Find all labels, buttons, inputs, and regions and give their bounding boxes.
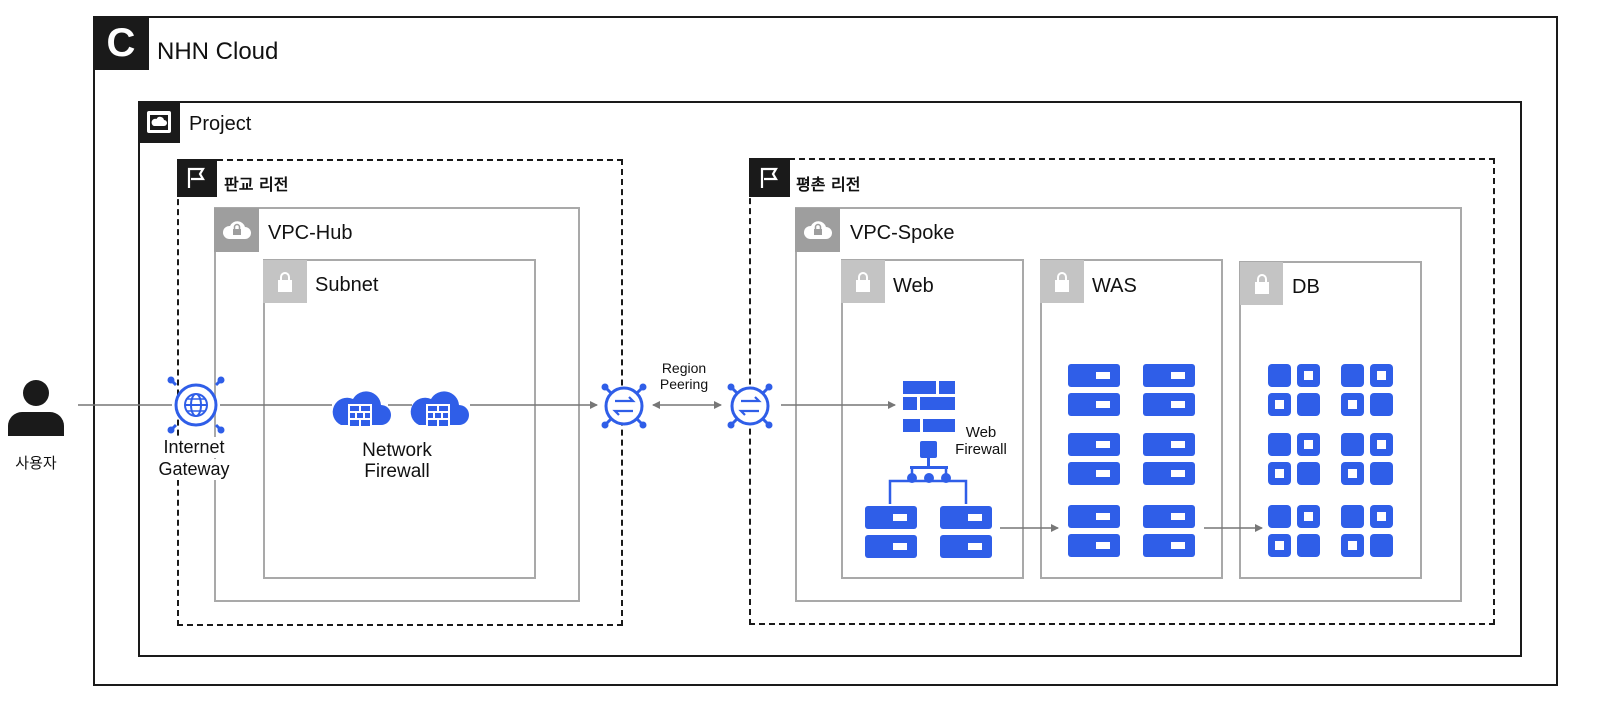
project-container <box>138 101 1522 657</box>
vpc-hub-cloud-lock-icon <box>214 208 259 252</box>
nhn-cloud-logo: C <box>93 16 149 70</box>
server-icon <box>1068 505 1120 557</box>
server-icon <box>865 506 917 558</box>
was-lock-icon <box>1040 260 1084 303</box>
subnet-db <box>1239 261 1422 579</box>
region-peering-icon <box>601 383 647 429</box>
database-icon <box>1341 364 1393 416</box>
server-icon <box>940 506 992 558</box>
web-firewall-label-line2: Firewall <box>955 441 1007 458</box>
region-peering-label-line1: Region <box>661 360 707 376</box>
server-icon <box>1068 364 1120 416</box>
region-peering-icon <box>727 383 773 429</box>
subnet-label: Subnet <box>315 274 379 296</box>
internet-gateway-label-line2: Gateway <box>144 459 244 480</box>
db-label: DB <box>1292 276 1320 298</box>
vpc-hub-label: VPC-Hub <box>268 222 353 244</box>
network-firewall-icon <box>410 391 469 428</box>
database-icon <box>1268 364 1320 416</box>
project-icon <box>138 101 180 143</box>
vpc-spoke-label: VPC-Spoke <box>850 222 955 244</box>
nhn-cloud-container <box>93 16 1558 686</box>
internet-gateway-icon <box>167 376 225 434</box>
web-firewall-branch-lines <box>888 469 968 504</box>
subnet-lock-icon <box>263 260 307 303</box>
was-label: WAS <box>1092 275 1137 297</box>
database-icon <box>1341 433 1393 485</box>
database-icon <box>1268 433 1320 485</box>
region-pangyo-label: 판교 리전 <box>224 175 289 194</box>
web-firewall-label-line1: Web <box>965 424 997 441</box>
network-firewall-icon <box>332 391 391 428</box>
db-lock-icon <box>1240 262 1283 305</box>
subnet <box>263 259 536 579</box>
internet-gateway-label-line1: Internet <box>144 437 244 458</box>
nhn-cloud-title: NHN Cloud <box>157 38 279 65</box>
subnet-was <box>1040 259 1223 579</box>
user-icon <box>8 380 64 436</box>
server-icon <box>1143 364 1195 416</box>
vpc-spoke-cloud-lock-icon <box>795 208 840 252</box>
server-icon <box>1143 505 1195 557</box>
database-icon <box>1341 505 1393 557</box>
web-lock-icon <box>841 260 885 303</box>
flag-icon <box>749 158 790 197</box>
subnet-web <box>841 259 1024 579</box>
region-pyeongchon-label: 평촌 리전 <box>796 175 861 194</box>
server-icon <box>1143 433 1195 485</box>
project-label: Project <box>189 113 252 135</box>
web-firewall-icon <box>903 381 955 483</box>
server-icon <box>1068 433 1120 485</box>
flag-icon <box>177 159 217 197</box>
nhn-cloud-logo-letter: C <box>106 21 136 65</box>
user-label: 사용자 <box>15 454 57 472</box>
network-firewall-label-line1: Network <box>362 440 432 461</box>
database-icon <box>1268 505 1320 557</box>
web-label: Web <box>893 275 934 297</box>
network-firewall-label-line2: Firewall <box>364 461 430 482</box>
region-peering-label-line2: Peering <box>659 376 709 392</box>
